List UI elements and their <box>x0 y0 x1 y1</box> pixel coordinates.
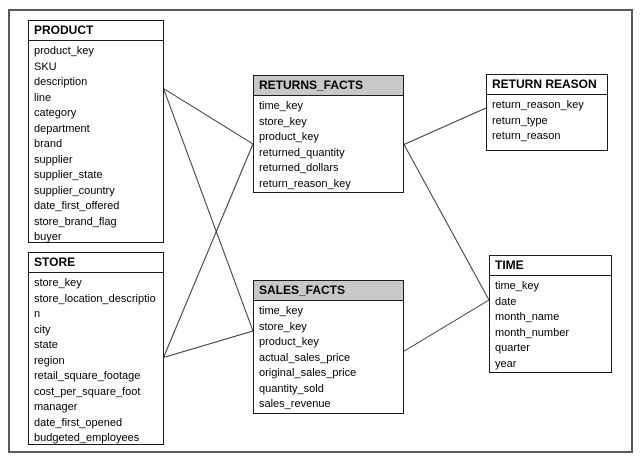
table-product-title: PRODUCT <box>29 21 163 41</box>
field-product_key: product_key <box>259 131 319 143</box>
field-department: department <box>34 122 90 135</box>
field-sales_revenue: sales_revenue <box>259 398 331 410</box>
field-region: region <box>34 354 65 367</box>
connector-returns_facts-return_reason <box>403 107 487 145</box>
field-store_key: store_key <box>259 320 307 333</box>
field-SKU: SKU <box>34 60 57 73</box>
table-sales_facts-field-list: time_key store_key product_key actual_sales… <box>254 301 403 413</box>
table-returns_facts-field-list: time_key store_key product_key returned_qua… <box>254 96 403 192</box>
field-supplier: supplier <box>34 153 73 166</box>
field-store_key: store_key <box>34 277 82 289</box>
field-return_type: return_type <box>492 114 548 127</box>
field-supplier_state: supplier_state <box>34 169 103 181</box>
table-return_reason[interactable]: RETURN REASON return_reason_key return_typ… <box>486 74 608 151</box>
field-store_key: store_key <box>259 115 307 128</box>
field-budgeted_employees: budgeted_employees <box>34 432 140 444</box>
field-actual_sales_price: actual_sales_price <box>259 351 351 364</box>
field-category: category <box>34 107 77 119</box>
field-state: state <box>34 339 58 351</box>
field-date_first_opened: date_first_opened <box>34 416 123 429</box>
table-store-title: STORE <box>29 253 163 273</box>
table-return_reason-title: RETURN REASON <box>487 75 607 95</box>
field-line: line <box>34 91 52 104</box>
connector-product-returns_facts <box>163 88 254 145</box>
field-store_brand_flag: store_brand_flag <box>34 215 117 228</box>
field-original_sales_price: original_sales_price <box>259 367 357 379</box>
connector-store-returns_facts <box>163 143 254 358</box>
table-time-title: TIME <box>490 256 611 276</box>
connector-product-sales_facts <box>163 88 254 332</box>
table-returns_facts[interactable]: RETURNS_FACTS time_key store_key product_ke… <box>253 75 404 193</box>
field-quantity_sold: quantity_sold <box>259 382 324 395</box>
field-month_name: month_name <box>495 311 560 323</box>
field-cost_per_square_foot: cost_per_square_foot <box>34 385 141 398</box>
field-quarter: quarter <box>495 342 530 354</box>
field-product_key: product_key <box>34 45 94 57</box>
connector-returns_facts-time <box>403 144 490 301</box>
field-return_reason_key: return_reason_key <box>492 99 584 111</box>
connector-store-sales_facts <box>163 330 254 358</box>
field-returned_dollars: returned_dollars <box>259 162 339 174</box>
field-store_location_description: store_location_description <box>34 292 156 321</box>
field-supplier_country: supplier_country <box>34 184 115 197</box>
field-time_key: time_key <box>259 305 304 317</box>
field-retail_square_footage: retail_square_footage <box>34 370 141 382</box>
field-date: date <box>495 295 517 308</box>
field-product_key: product_key <box>259 336 319 348</box>
connector-sales_facts-time <box>403 299 490 352</box>
table-returns_facts-title: RETURNS_FACTS <box>254 76 403 96</box>
field-manager: manager <box>34 401 78 413</box>
field-brand: brand <box>34 138 63 150</box>
field-time_key: time_key <box>495 280 540 292</box>
field-description: description <box>34 76 88 88</box>
table-return_reason-field-list: return_reason_key return_type return_reaso… <box>487 95 607 145</box>
table-sales_facts-title: SALES_FACTS <box>254 281 403 301</box>
field-return_reason: return_reason <box>492 130 561 142</box>
table-store[interactable]: STORE store_key store_location_description… <box>28 252 164 445</box>
field-city: city <box>34 323 51 336</box>
field-date_first_offered: date_first_offered <box>34 200 120 212</box>
field-year: year <box>495 357 517 370</box>
field-buyer: buyer <box>34 231 62 243</box>
field-returned_quantity: returned_quantity <box>259 146 345 159</box>
field-month_number: month_number <box>495 326 569 339</box>
field-return_reason_key: return_reason_key <box>259 177 351 190</box>
field-time_key: time_key <box>259 100 304 112</box>
